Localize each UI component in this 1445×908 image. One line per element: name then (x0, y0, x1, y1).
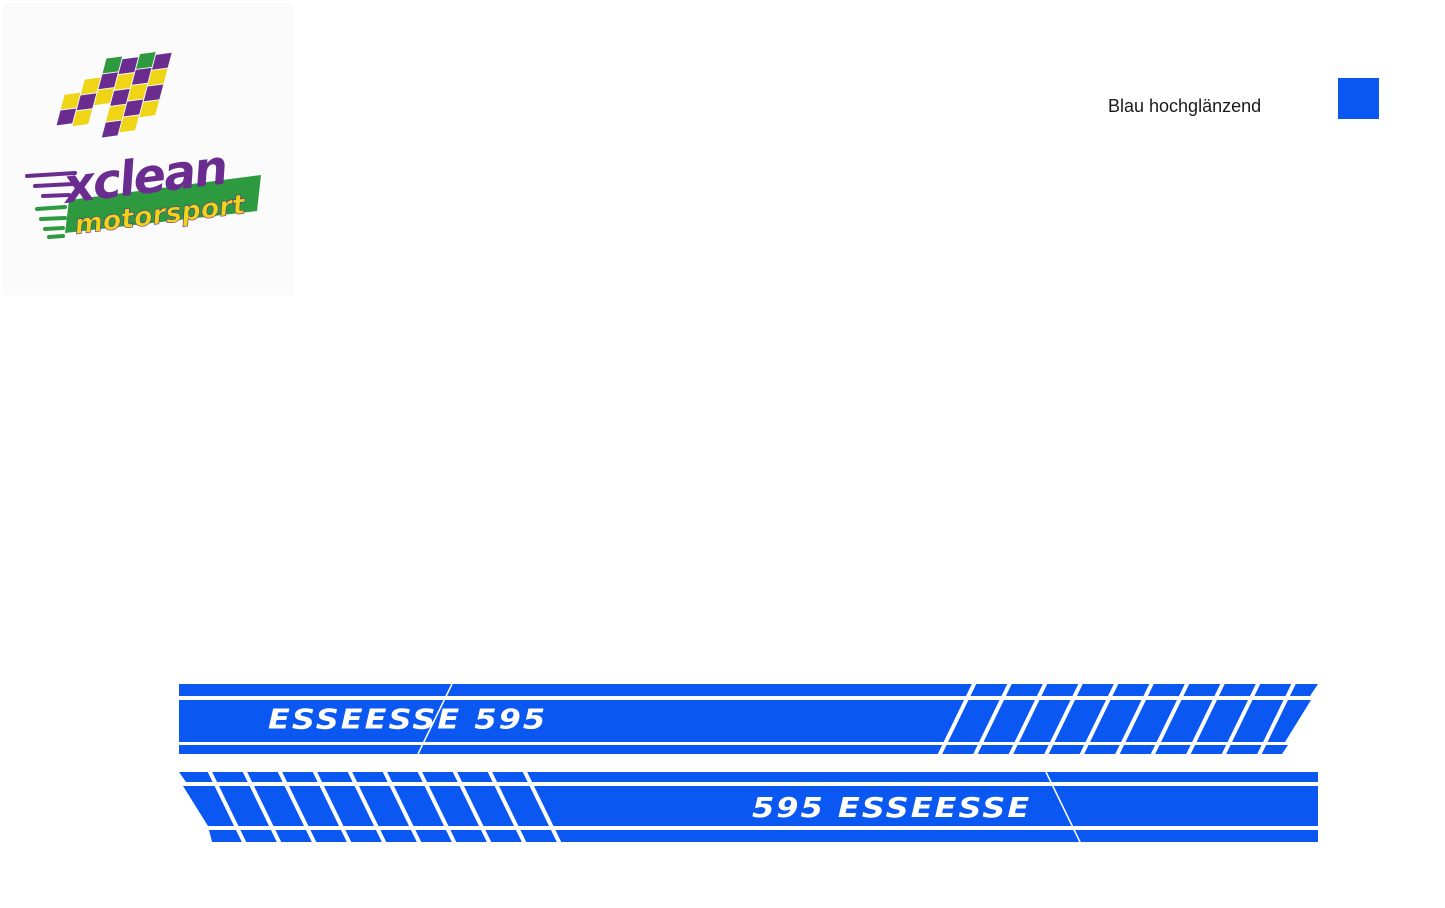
stripe-slash (417, 769, 457, 845)
stripe-slash (972, 681, 1013, 757)
color-name-label: Blau hochglänzend (1108, 96, 1262, 116)
brand-logo: xclean motorsport (3, 3, 294, 295)
stripe-slash (207, 769, 247, 845)
flag-cell (110, 88, 130, 106)
stripe-slash (487, 769, 527, 845)
stripe-slash (347, 769, 387, 845)
flag-cell (136, 52, 156, 69)
stripe-slash (937, 681, 977, 757)
flag-cell (98, 72, 119, 90)
stripe-slash (242, 769, 282, 845)
flag-cell (101, 120, 122, 138)
stripe-slash (312, 769, 352, 845)
flag-cell (72, 109, 93, 127)
flag-cell (152, 52, 172, 70)
flag-cell (131, 67, 152, 85)
stripe-bottom-text: 595 ESSEESSE (752, 792, 1031, 824)
stripe-slash (452, 769, 492, 845)
stripe-slash (1114, 681, 1155, 757)
stripe-slash (382, 769, 422, 845)
stripe-slash (277, 769, 317, 845)
stripe-slash (1221, 681, 1261, 757)
flag-cell (102, 56, 123, 74)
flag-cell (60, 92, 81, 110)
color-swatch (1338, 78, 1379, 119)
flag-cell (80, 77, 101, 95)
flag-cell (143, 84, 164, 102)
flag-cell (56, 108, 77, 126)
flag-cell (119, 115, 139, 133)
stripe-slash (1079, 681, 1119, 757)
stripe-top-text: ESSEESSE 595 (268, 704, 547, 736)
flag-cell (147, 68, 168, 86)
stripe-slash (1256, 681, 1297, 757)
stripe-top: ESSEESSE 595 (179, 681, 1318, 757)
flag-cell (114, 73, 134, 90)
flag-cell (123, 99, 144, 117)
stripe-slash (1008, 681, 1048, 757)
flag-cell (118, 57, 139, 75)
stripe-slash (1185, 681, 1226, 757)
stripe-slash (522, 769, 562, 845)
flag-cell (127, 83, 148, 101)
stripe-slash (1150, 681, 1190, 757)
flag-cell (106, 104, 126, 122)
flag-cell (139, 100, 160, 118)
flag-cell (76, 93, 97, 111)
stripe-slash (1043, 681, 1084, 757)
flag-cell (94, 88, 114, 106)
checkered-flag-logo-icon: xclean motorsport (25, 52, 261, 241)
stripe-bottom: 595 ESSEESSE (179, 769, 1318, 845)
